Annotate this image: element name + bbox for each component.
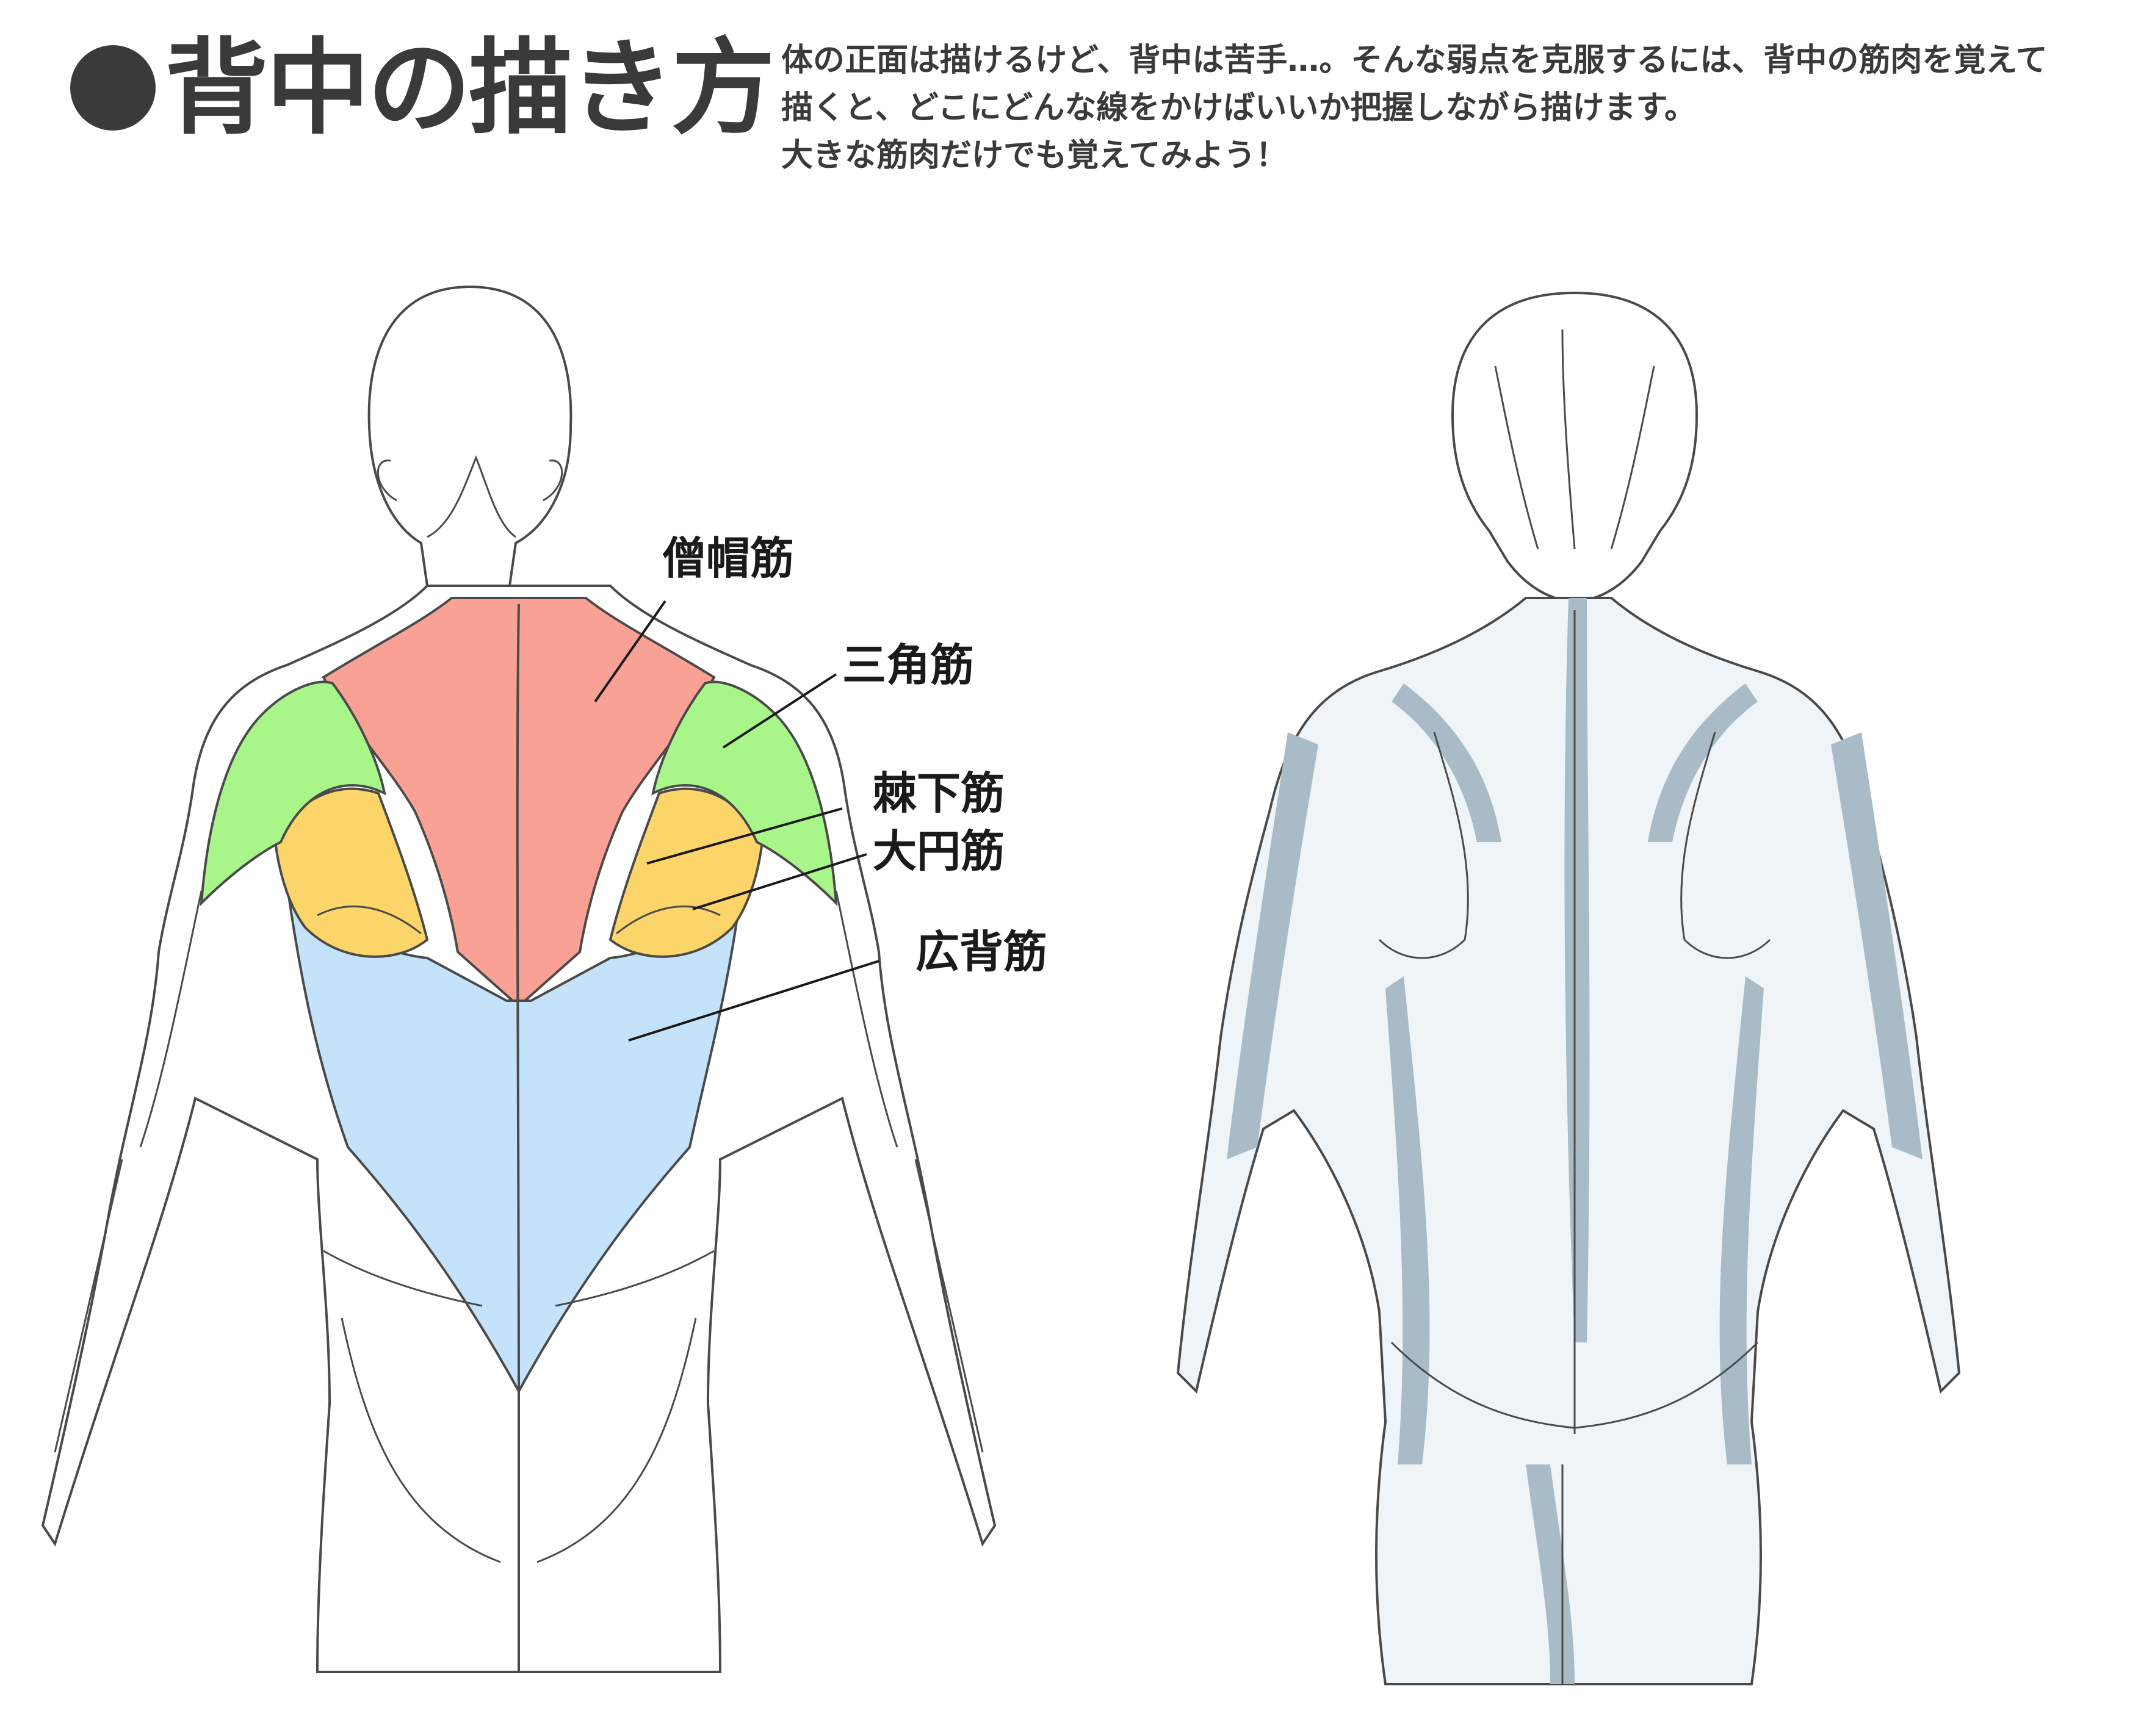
hair-outline — [1451, 291, 1699, 603]
description: 体の正面は描けるけど、背中は苦手…。そんな弱点を克服するには、背中の筋肉を覚えて… — [781, 37, 2112, 179]
shading — [1385, 976, 1430, 1464]
page-title: 背中の描き方 — [165, 28, 775, 149]
header: 背中の描き方 体の正面は描けるけど、背中は苦手…。そんな弱点を克服するには、背中… — [0, 0, 2141, 201]
shading — [1719, 976, 1764, 1464]
leader-line — [594, 600, 666, 703]
label-teres-major: 大円筋 — [873, 826, 1005, 877]
leader-line — [692, 853, 867, 910]
shading — [1227, 732, 1318, 1159]
deltoid-right-region — [651, 680, 838, 907]
shading — [1564, 598, 1590, 1342]
title-bullet-icon — [70, 45, 156, 131]
shaded-back-figure — [1176, 291, 1961, 1685]
description-line: 体の正面は描けるけど、背中は苦手…。そんな弱点を克服するには、背中の筋肉を覚えて — [781, 42, 2048, 79]
muscle-diagram-figure: 僧帽筋 三角筋 棘下筋 大円筋 広背筋 — [41, 285, 1047, 1673]
trapezius-region — [322, 597, 716, 1002]
deltoid-left-region — [200, 680, 386, 907]
spine-line — [516, 603, 520, 1672]
shading — [1392, 683, 1501, 842]
description-line: 描くと、どこにどんな線をかけばいいか把握しながら描けます。 — [781, 90, 1697, 126]
leader-line — [722, 673, 837, 749]
label-trapezius: 僧帽筋 — [662, 533, 794, 584]
leader-line — [628, 960, 879, 1042]
label-latissimus: 広背筋 — [915, 926, 1047, 978]
description-line: 大きな筋肉だけでも覚えてみよう！ — [781, 137, 1288, 174]
shading — [1648, 683, 1758, 842]
shading — [1831, 732, 1923, 1159]
head-outline — [367, 285, 572, 602]
latissimus-region — [283, 859, 746, 1394]
label-deltoid: 三角筋 — [842, 639, 974, 691]
label-infraspinatus: 棘下筋 — [873, 768, 1005, 819]
leader-line — [646, 807, 843, 865]
